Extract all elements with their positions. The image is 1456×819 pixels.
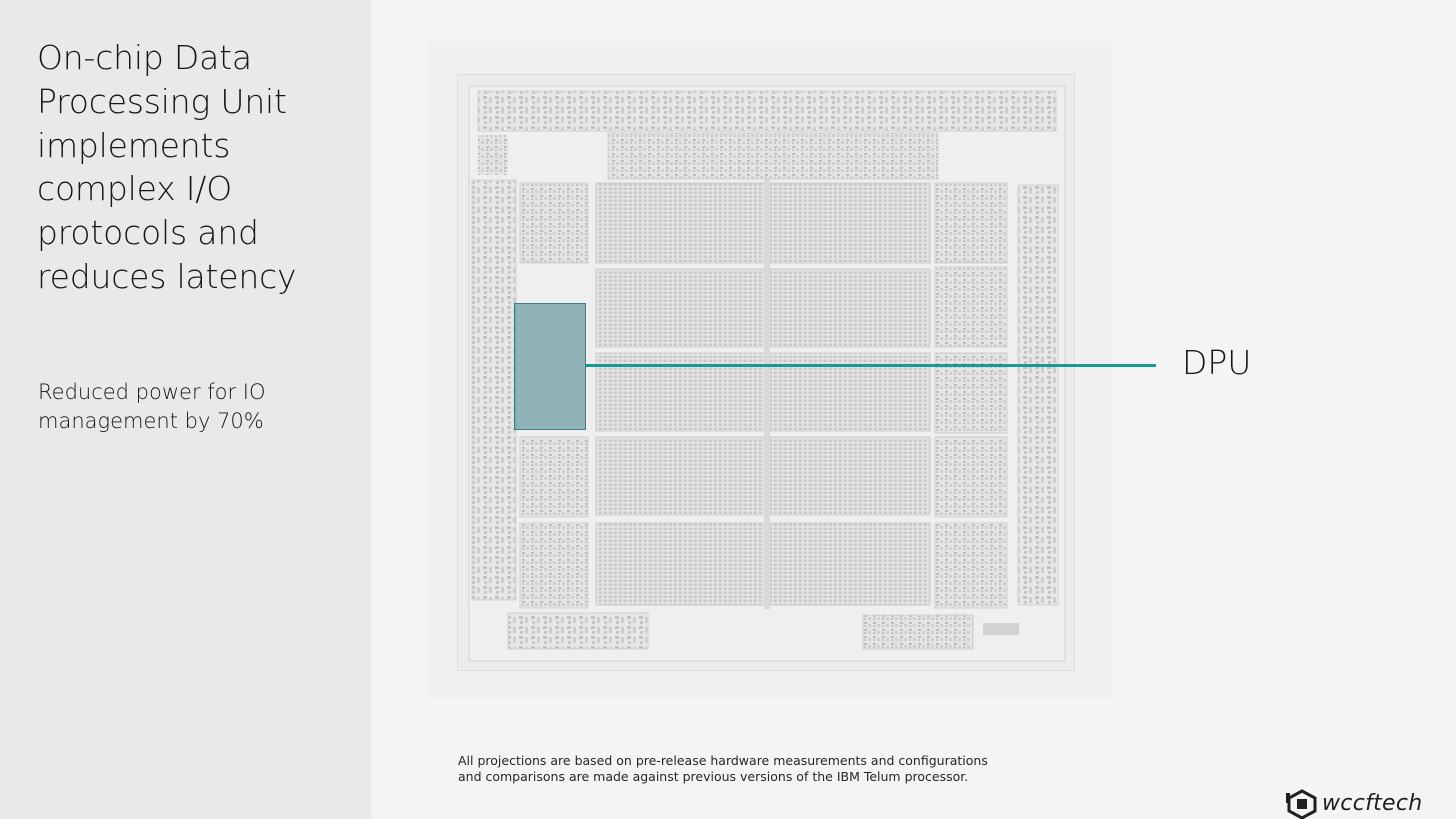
subtext-line: Reduced power for IO	[38, 380, 266, 404]
footnote: All projections are based on pre-release…	[458, 753, 1018, 785]
dpu-highlight-region	[514, 303, 586, 430]
slide-subtext: Reduced power for IO management by 70%	[38, 378, 338, 436]
wccftech-logo-icon	[1286, 788, 1317, 819]
slide-title: On-chip Data Processing Unit implements …	[37, 36, 357, 299]
dpu-label: DPU	[1182, 343, 1252, 382]
slide-title-line: complex I/O	[37, 169, 232, 209]
watermark-text: wccftech	[1322, 791, 1423, 816]
dpu-callout-line	[586, 364, 1156, 367]
slide-title-line: implements	[37, 125, 231, 165]
slide-title-line: reduces latency	[37, 256, 297, 296]
slide-title-line: On-chip Data	[37, 38, 252, 77]
left-panel: On-chip Data Processing Unit implements …	[0, 0, 371, 819]
footnote-line: All projections are based on pre-release…	[458, 753, 988, 768]
footnote-line: and comparisons are made against previou…	[458, 769, 969, 784]
slide-title-line: protocols and	[37, 213, 259, 253]
wccftech-watermark: wccftech	[1286, 788, 1456, 819]
chip-die-image	[457, 74, 1075, 671]
slide-title-line: Processing Unit	[37, 81, 287, 121]
chip-die-drawing	[468, 85, 1066, 662]
subtext-line: management by 70%	[38, 409, 264, 433]
